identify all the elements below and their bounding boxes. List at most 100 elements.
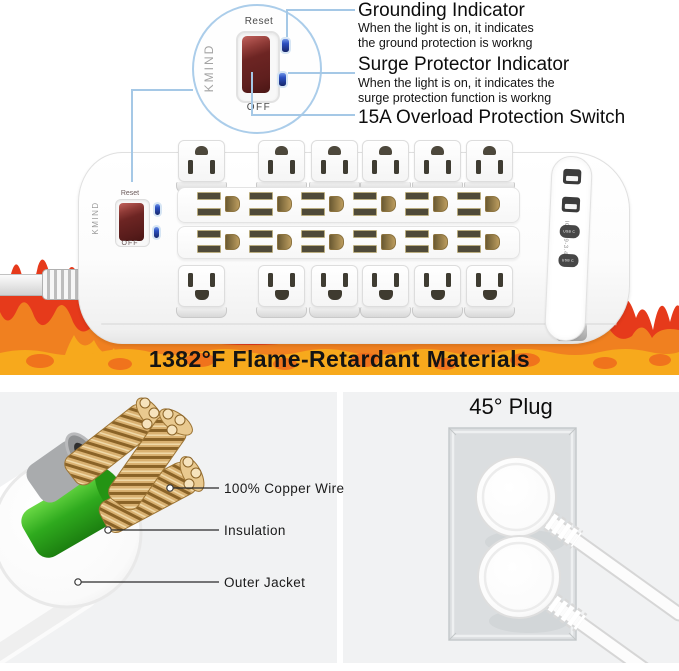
ground-hole-icon	[274, 290, 289, 300]
surge-indicator-description: When the light is on, it indicates the s…	[358, 76, 555, 105]
outlet-slot	[424, 273, 429, 287]
usb-a-port-icon	[561, 196, 580, 213]
outlet-face	[414, 265, 461, 307]
callout-connector-line	[286, 9, 288, 37]
outlet-front	[405, 188, 451, 222]
outlet-slot	[424, 160, 429, 174]
outlet-foot	[464, 307, 515, 318]
ground-hole-icon	[485, 234, 500, 250]
outlet-bottom	[309, 265, 360, 318]
outlet-face	[311, 140, 358, 182]
ground-hole-icon	[430, 290, 445, 300]
outlet-front	[353, 227, 399, 258]
usb-c-port-label: USB C	[561, 258, 575, 263]
outlet-slot	[268, 273, 273, 287]
off-label: OFF	[246, 102, 272, 113]
outlet-face	[362, 140, 409, 182]
outlet-bottom	[360, 265, 411, 318]
outlet-face	[178, 140, 225, 182]
outlet-slot	[249, 208, 273, 216]
reset-label: Reset	[244, 16, 274, 27]
surge-line2: surge protection function is workng	[358, 90, 552, 105]
outlet-slot	[197, 245, 221, 253]
ground-hole-icon	[430, 146, 444, 155]
callout-connector-line	[251, 114, 355, 116]
outlet-top	[360, 140, 411, 193]
outlet-front	[457, 188, 503, 222]
outlet-slot	[210, 273, 215, 287]
ground-hole-icon	[482, 146, 496, 155]
outlet-slot	[372, 160, 377, 174]
wire-cutaway-illustration	[0, 397, 219, 663]
outlet-slot	[210, 160, 215, 174]
overload-protection-switch	[242, 36, 270, 93]
ground-hole-icon	[329, 234, 344, 250]
surge-line1: When the light is on, it indicates the	[358, 76, 555, 90]
outlet-face	[258, 140, 305, 182]
brand-label: KMIND	[202, 43, 216, 93]
outlet-slot	[188, 273, 193, 287]
ground-hole-icon	[327, 290, 342, 300]
callout-connector-line	[131, 89, 193, 91]
ground-hole-icon	[277, 234, 292, 250]
outlet-slot	[457, 192, 481, 200]
outlet-slot	[249, 192, 273, 200]
outlet-slot	[321, 273, 326, 287]
outlet-slot	[301, 230, 325, 238]
off-label: OFF	[121, 240, 139, 247]
flame-retardant-banner: 1382°F Flame-Retardant Materials	[148, 346, 531, 372]
outlet-slot	[353, 245, 377, 253]
outlet-row-front-2	[177, 226, 520, 259]
outlet-slot	[343, 160, 348, 174]
grounding-line2: the ground protection is workng	[358, 35, 533, 50]
outlet-slot	[197, 230, 221, 238]
insulation-label: Insulation	[224, 523, 286, 538]
outlet-foot	[256, 307, 307, 318]
grounding-indicator-title: Grounding Indicator	[358, 0, 525, 21]
ground-hole-icon	[225, 234, 240, 250]
ground-hole-icon	[482, 290, 497, 300]
outlet-slot	[405, 192, 429, 200]
ground-hole-icon	[225, 196, 240, 212]
outlet-row-bottom	[79, 265, 629, 329]
ground-hole-icon	[433, 234, 448, 250]
outlet-front	[197, 188, 243, 222]
outlet-face	[362, 265, 409, 307]
usb-c-port-icon: USB C	[558, 224, 580, 239]
callout-connector-line	[251, 72, 253, 116]
outlet-slot	[446, 160, 451, 174]
ground-hole-icon	[485, 196, 500, 212]
grounding-led-indicator	[282, 39, 289, 52]
grounding-indicator-description: When the light is on, it indicates the g…	[358, 21, 534, 50]
outlet-front	[405, 227, 451, 258]
outlet-top	[309, 140, 360, 193]
outlet-slot	[405, 230, 429, 238]
outlet-slot	[394, 160, 399, 174]
outlet-slot	[249, 245, 273, 253]
usb-ports: USB C USB C	[548, 168, 592, 284]
outlet-slot	[353, 208, 377, 216]
usb-c-port-icon: USB C	[557, 253, 579, 268]
plug-illustration	[448, 427, 679, 663]
outlet-face	[414, 140, 461, 182]
ground-hole-icon	[378, 290, 393, 300]
wire-cutaway-panel	[0, 392, 337, 663]
outlet-slot	[446, 273, 451, 287]
outlet-bottom	[464, 265, 515, 318]
outlet-slot	[343, 273, 348, 287]
outlet-front	[197, 227, 243, 258]
plug-panel	[343, 392, 679, 663]
outlet-face	[258, 265, 305, 307]
outlet-slot	[457, 245, 481, 253]
outlet-slot	[301, 208, 325, 216]
outlet-slot	[188, 160, 193, 174]
outlet-face	[311, 265, 358, 307]
power-cord	[0, 274, 50, 296]
outlet-top	[256, 140, 307, 193]
outlet-slot	[249, 230, 273, 238]
outlet-slot	[405, 245, 429, 253]
outlet-front	[249, 188, 295, 222]
outlet-slot	[405, 208, 429, 216]
ground-hole-icon	[381, 196, 396, 212]
